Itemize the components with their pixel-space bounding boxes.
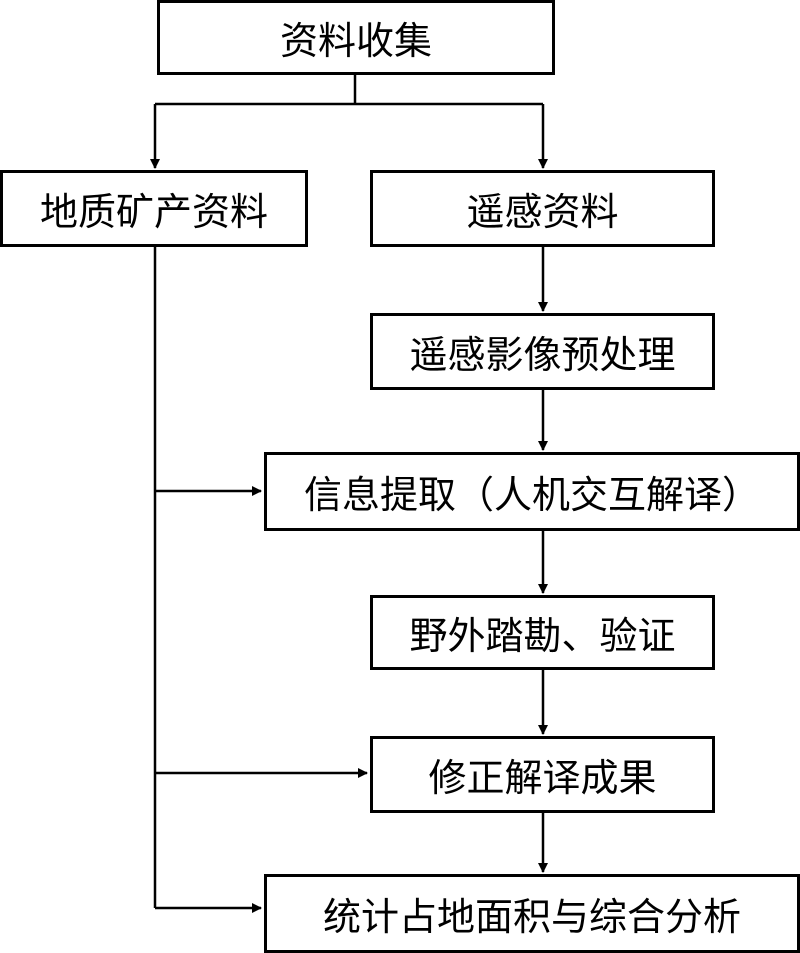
- node-revise-results: 修正解译成果: [370, 736, 715, 813]
- node-remote-sensing-data: 遥感资料: [370, 170, 715, 247]
- node-information-extraction: 信息提取（人机交互解译）: [264, 452, 800, 531]
- node-statistics-analysis: 统计占地面积与综合分析: [264, 874, 800, 953]
- node-data-collection: 资料收集: [157, 0, 555, 75]
- node-field-verification: 野外踏勘、验证: [370, 595, 715, 670]
- node-image-preprocessing: 遥感影像预处理: [370, 313, 715, 390]
- node-geology-mineral-data: 地质矿产资料: [0, 170, 308, 247]
